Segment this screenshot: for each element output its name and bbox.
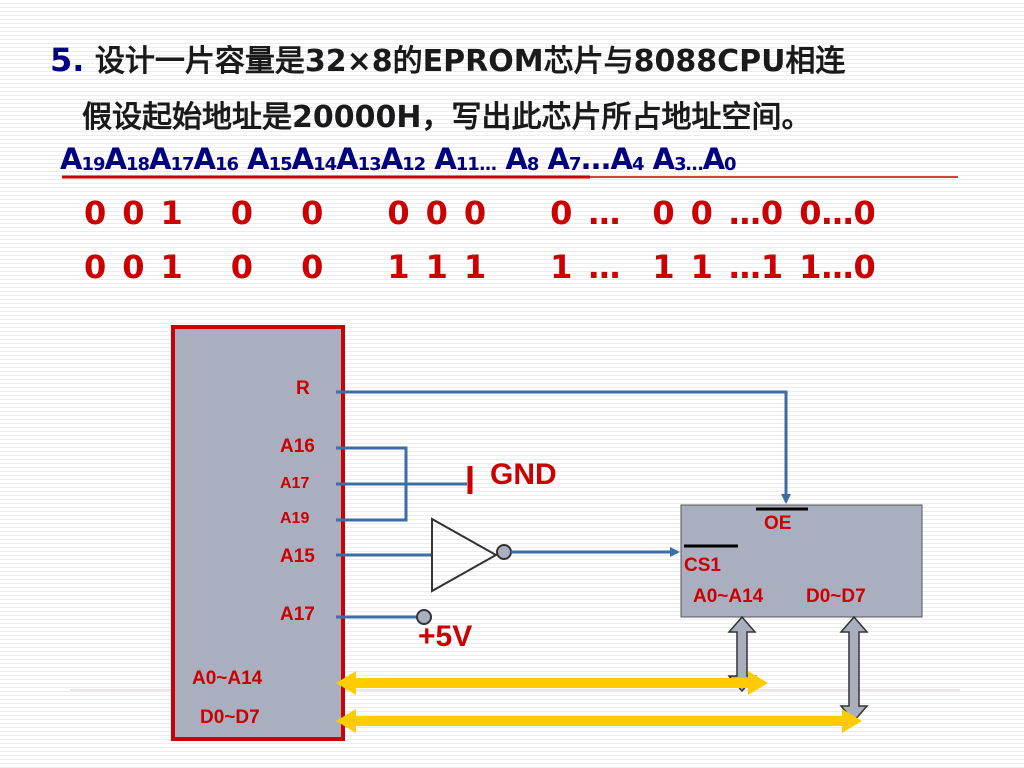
title-line-1: 5. 设计一片容量是32×8的EPROM芯片与8088CPU相连 [50, 36, 845, 80]
end-address-bits: 0 0 1 0 0 1 1 1 1 … 1 1 …1 1…0 [84, 248, 876, 286]
address-bit-subscript: 13 [357, 154, 382, 175]
cpu-data-bus-label: D0~D7 [200, 707, 260, 728]
address-bit-subscript: 8 [526, 154, 539, 175]
eprom-data-label: D0~D7 [806, 586, 866, 607]
address-bit-subscript: 12 [402, 154, 426, 175]
eprom-cs1-label: CS1 [684, 555, 721, 576]
address-bit-base: A [336, 142, 358, 176]
address-bit-subscript: 4 [631, 154, 644, 175]
cpu-a16-label: A16 [280, 436, 315, 457]
address-bit-base: A [538, 142, 570, 176]
gnd-label: GND [490, 458, 557, 491]
address-bit-7: A12 [380, 142, 427, 176]
address-bit-base: A [643, 142, 675, 176]
address-bit-13: A0 [702, 142, 737, 176]
eprom-address-label: A0~A14 [693, 586, 764, 607]
title-line-2: 假设起始地址是20000H，写出此芯片所占地址空间。 [82, 100, 812, 135]
address-bit-8: A11... [425, 142, 498, 176]
address-bit-base: A [291, 142, 314, 176]
eprom-address-bus-arrow [727, 615, 757, 693]
eprom-block [680, 504, 923, 618]
address-bit-base: A [193, 142, 216, 176]
inverter-bubble [496, 544, 512, 560]
address-bit-base: A [104, 142, 127, 176]
address-bit-4: A15 [238, 142, 293, 176]
address-bit-base: ...A [580, 142, 632, 176]
eprom-data-bus-arrow [839, 615, 869, 723]
address-bit-base: A [380, 142, 403, 176]
address-bit-2: A17 [149, 142, 195, 176]
address-bit-base: A [238, 142, 269, 176]
address-bit-base: A [425, 142, 456, 176]
address-bit-12: A3… [643, 142, 704, 176]
vcc-label: +5V [418, 620, 473, 653]
address-bit-1: A18 [104, 142, 151, 176]
address-bit-9: A8 [496, 142, 539, 176]
address-bit-base: A [702, 142, 725, 176]
address-bit-subscript: 17 [170, 154, 194, 175]
cpu-r-label: R [296, 378, 310, 399]
start-address-bits: 0 0 1 0 0 0 0 0 0 … 0 0 …0 0…0 [84, 194, 876, 232]
end-address-row: 0 0 1 0 0 1 1 1 1 … 1 1 …1 1…0 [84, 248, 876, 286]
question-text-line-1: 设计一片容量是32×8的EPROM芯片与8088CPU相连 [94, 44, 846, 79]
cpu-a17-top-label: A17 [280, 475, 310, 492]
address-bit-subscript: 16 [215, 154, 239, 175]
address-bit-base: A [496, 142, 527, 176]
address-bit-6: A13 [336, 142, 382, 176]
cpu-a19-label: A19 [280, 510, 310, 527]
cpu-a15-label: A15 [280, 546, 315, 567]
address-bit-header: A19A18A17A16 A15A14A13A12 A11... A8 A7..… [60, 142, 737, 176]
address-bit-subscript: 19 [81, 154, 105, 175]
read-to-oe-wire [336, 390, 791, 504]
cpu-block [171, 325, 345, 741]
address-bit-base: A [60, 142, 82, 176]
address-bit-subscript: 0 [724, 154, 736, 175]
address-bit-11: ...A4 [580, 142, 644, 176]
vcc-terminal [416, 609, 432, 625]
address-bit-subscript: 7 [568, 154, 581, 175]
address-bit-subscript: 14 [313, 154, 337, 175]
address-bit-subscript: 3… [674, 154, 704, 175]
start-address-row: 0 0 1 0 0 0 0 0 0 … 0 0 …0 0…0 [84, 194, 876, 232]
inverter-gate [431, 517, 499, 593]
address-bit-5: A14 [291, 142, 338, 176]
address-bit-subscript: 15 [268, 154, 293, 175]
cpu-a17-bottom-label: A17 [280, 604, 315, 625]
data-bus-arrow [336, 709, 862, 733]
address-bus-arrow [336, 671, 768, 695]
address-bit-0: A19 [60, 142, 106, 176]
question-number: 5. [50, 41, 85, 79]
eprom-oe-label: OE [764, 513, 792, 534]
address-bit-subscript: 11... [455, 154, 498, 175]
address-bit-base: A [149, 142, 171, 176]
address-bit-3: A16 [193, 142, 240, 176]
address-bit-subscript: 18 [125, 154, 150, 175]
address-bit-10: A7 [538, 142, 582, 176]
cpu-address-bus-label: A0~A14 [192, 668, 263, 689]
